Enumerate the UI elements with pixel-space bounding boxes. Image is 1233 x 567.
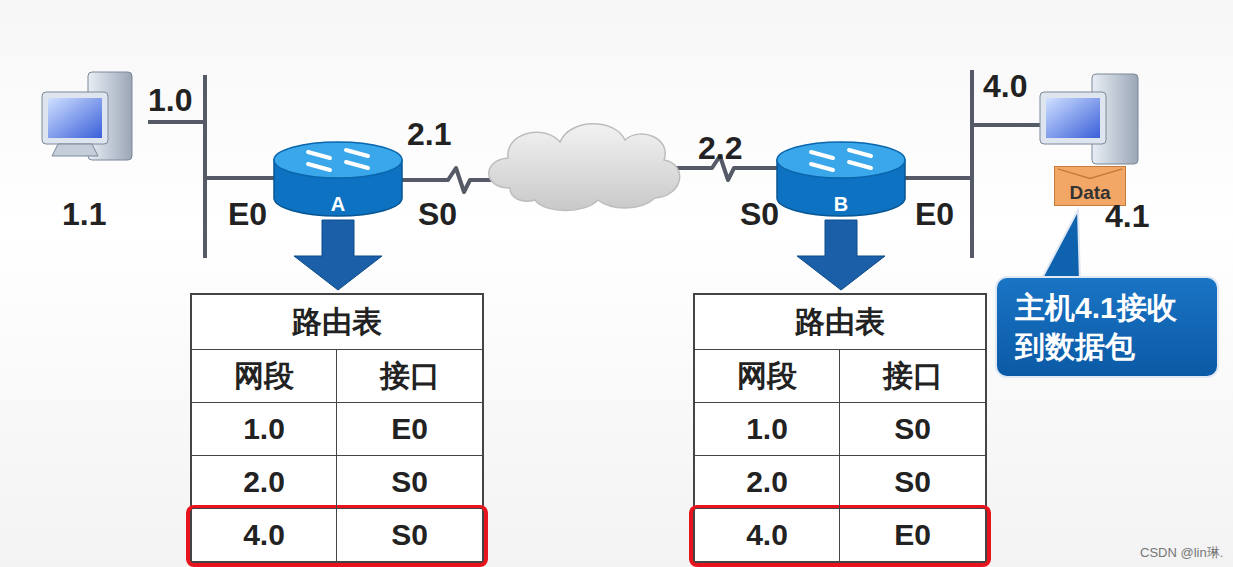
block-arrow (294, 220, 382, 290)
table-cell: 4.0 (695, 509, 840, 561)
routing-table: 路由表网段接口1.0S02.0S04.0E0 (693, 293, 987, 563)
router-arrows (308, 150, 368, 170)
table-header: 接口 (840, 350, 985, 403)
router-name: B (775, 194, 907, 214)
table-cell: S0 (840, 403, 985, 456)
address-label: 2.1 (407, 118, 451, 150)
router-arrow (346, 150, 368, 156)
routing-table: 路由表网段接口1.0E02.0S04.0S0 (190, 293, 484, 563)
table-cell: 2.0 (695, 456, 840, 509)
table-cell: 1.0 (695, 403, 840, 456)
block-arrow (797, 220, 885, 290)
table-cell: E0 (337, 403, 482, 456)
table-cell: S0 (337, 456, 482, 509)
host-pc (1040, 74, 1138, 164)
table-title: 路由表 (192, 295, 482, 350)
router: B (775, 138, 907, 218)
router-arrows (811, 150, 871, 170)
table-cell: 2.0 (192, 456, 337, 509)
router: A (272, 138, 404, 218)
router-arrow (308, 152, 330, 158)
table-cell: 1.0 (192, 403, 337, 456)
router-arrow (346, 162, 368, 168)
address-label: S0 (418, 198, 457, 230)
callout-box: 主机4.1接收到数据包 (995, 276, 1219, 378)
wan-cloud (489, 124, 680, 211)
router-name: A (272, 194, 404, 214)
address-label: 2.2 (698, 132, 742, 164)
router-arrow (849, 162, 871, 168)
router-arrow (811, 152, 833, 158)
table-cell: 4.0 (192, 509, 337, 561)
envelope-flap-line (1058, 169, 1123, 179)
lan-wire (148, 70, 1040, 258)
address-label: 4.0 (983, 70, 1027, 102)
table-header: 接口 (337, 350, 482, 403)
router-arrow (811, 164, 833, 170)
row-highlight (186, 505, 488, 567)
address-label: 1.0 (148, 84, 192, 116)
router-arrow (308, 164, 330, 170)
router-arrow (849, 150, 871, 156)
table-cell: S0 (337, 509, 482, 561)
address-label: 4.1 (1105, 200, 1149, 232)
table-cell: E0 (840, 509, 985, 561)
router-top (274, 142, 402, 178)
callout-text: 主机4.1接收到数据包 (1015, 288, 1199, 366)
table-header: 网段 (695, 350, 840, 403)
callout-tail (1040, 210, 1080, 282)
table-cell: S0 (840, 456, 985, 509)
address-label: 1.1 (62, 198, 106, 230)
table-header: 网段 (192, 350, 337, 403)
router-top (777, 142, 905, 178)
table-title: 路由表 (695, 295, 985, 350)
row-highlight (689, 505, 991, 567)
address-label: E0 (228, 198, 267, 230)
address-label: E0 (915, 198, 954, 230)
address-label: S0 (740, 198, 779, 230)
host-pc (42, 72, 132, 160)
watermark: CSDN @lin琳. (1140, 546, 1223, 559)
